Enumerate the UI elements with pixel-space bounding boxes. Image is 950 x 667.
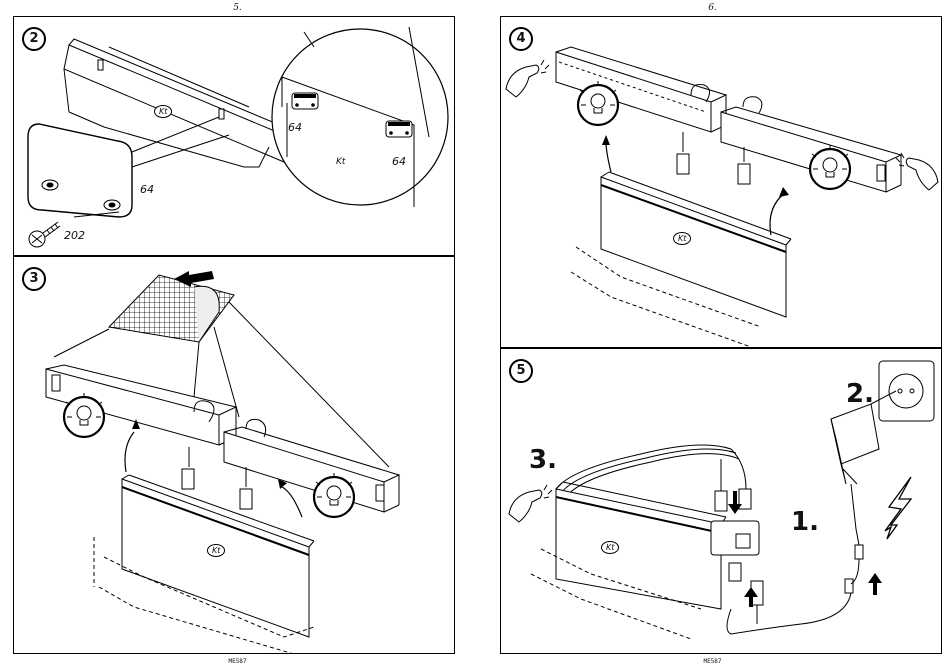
step-badge: 3	[22, 267, 46, 291]
footer-code: ME587	[475, 658, 950, 665]
arrow-down-icon	[728, 491, 742, 514]
step-badge: 4	[509, 27, 533, 51]
step-4-illustration	[501, 17, 942, 348]
hand-touch-icon	[506, 60, 549, 97]
step-badge: 2	[22, 27, 46, 51]
page-number: 5.	[0, 3, 475, 13]
step-3-panel: 3 Kt	[13, 256, 455, 654]
lightning-icon	[885, 477, 911, 539]
zoom-part-right: 64	[392, 155, 406, 168]
hand-touch-icon	[509, 485, 552, 522]
step-2-panel: 2 Kt 64 202 64 64 Kt	[13, 16, 455, 256]
part-number-screw: 202	[64, 229, 85, 242]
step-2-illustration	[14, 17, 455, 256]
right-page: 6.	[475, 0, 950, 667]
sequence-label-3: 3.	[529, 445, 557, 475]
step-5-illustration	[501, 349, 942, 654]
footer-code: ME587	[0, 658, 475, 665]
sequence-label-1: 1.	[791, 507, 819, 537]
hand-touch-icon	[896, 153, 938, 190]
arrow-up-icon	[868, 573, 882, 595]
sequence-label-2: 2.	[846, 379, 874, 409]
zoom-mark: Kt	[336, 157, 345, 167]
step-badge: 5	[509, 359, 533, 383]
part-number-plate: 64	[140, 183, 154, 196]
page-number: 6.	[475, 3, 950, 13]
step-5-panel: 5 Kt 1. 2. 3.	[500, 348, 942, 654]
screw-icon	[29, 222, 60, 247]
left-page: 5.	[0, 0, 475, 667]
step-4-panel: 4 Kt	[500, 16, 942, 348]
zoom-part-left: 64	[288, 121, 302, 134]
step-3-illustration	[14, 257, 455, 654]
